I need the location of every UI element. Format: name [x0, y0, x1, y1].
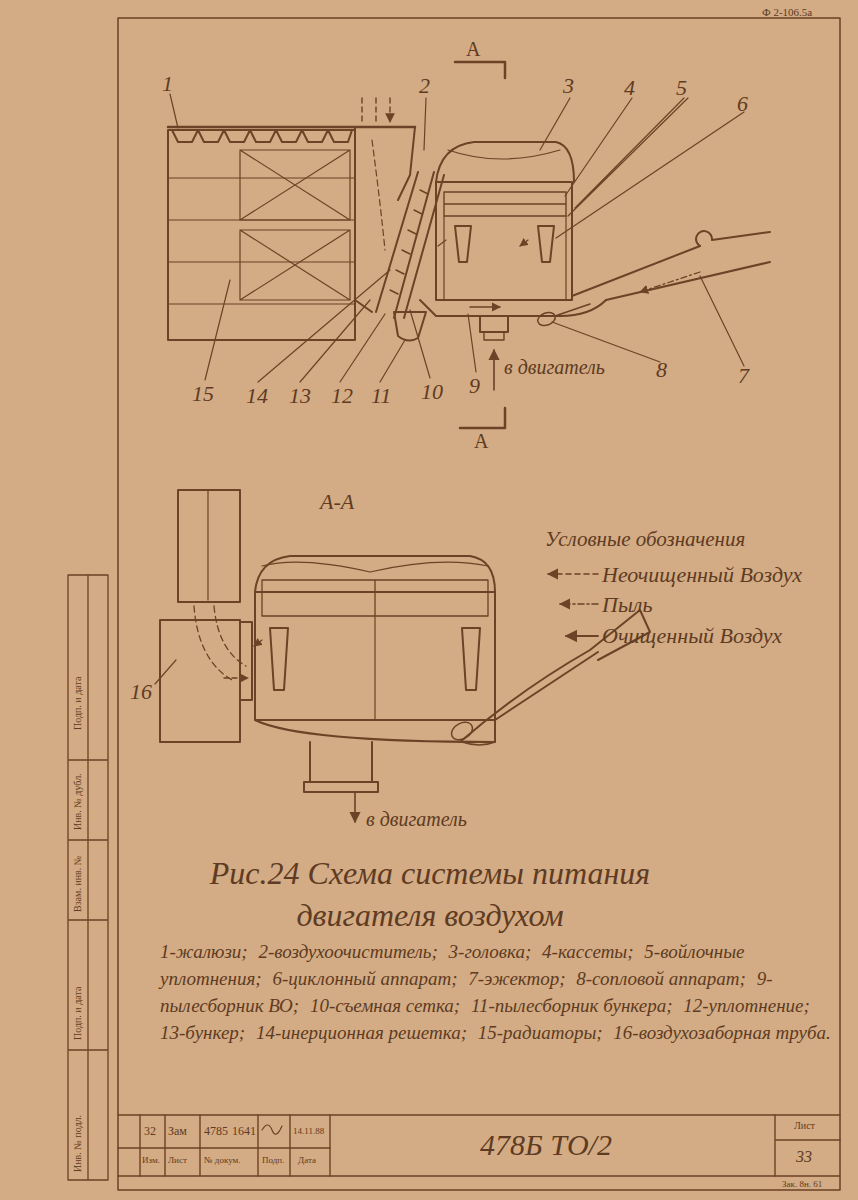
part-list-item: 14-инерционная решетка;: [256, 1022, 467, 1043]
stamp-field: Инв. № подл.: [72, 1115, 83, 1172]
part-list-item: 16-воздухозаборная труба.: [613, 1022, 830, 1043]
part-list-item: 12-уплотнение;: [683, 995, 810, 1016]
title-block-cell: 32: [144, 1125, 156, 1138]
part-list-item: 7-эжектор;: [468, 968, 565, 989]
part-list-item: 1-жалюзи;: [160, 941, 248, 962]
part-list-item: 11-пылесборник бункера;: [471, 995, 673, 1016]
callout-number: 5: [676, 76, 687, 100]
stamp-field: Подп. и дата: [72, 677, 83, 730]
title-block-cell: 4785: [204, 1125, 228, 1138]
title-block-cell: 478Б ТО/2: [480, 1128, 612, 1161]
title-block-cell: 1641: [232, 1125, 256, 1138]
title-block-cell: Лист: [794, 1120, 815, 1131]
callout-number: 14: [246, 384, 268, 408]
part-list-item: 2-воздухоочиститель;: [258, 941, 437, 962]
callout-number: 10: [421, 380, 443, 404]
title-block-cell: № докум.: [204, 1156, 241, 1166]
part-list-item: 4-кассеты;: [542, 941, 633, 962]
callout-number: 12: [331, 384, 353, 408]
part-list-item: 13-бункер;: [160, 1022, 245, 1043]
legend-entry: Неочищенный Воздух: [602, 562, 802, 588]
title-block-cell: 33: [796, 1148, 812, 1166]
title-block-cell: Изм.: [142, 1156, 160, 1166]
drawing-label: А: [474, 430, 488, 452]
parts-list: 1-жалюзи; 2-воздухоочиститель; 3-головка…: [160, 938, 840, 1046]
callout-number: 9: [469, 374, 480, 398]
part-list-item: 6-циклонный аппарат;: [272, 968, 457, 989]
part-list-item: 15-радиаторы;: [478, 1022, 603, 1043]
drawing-label: А-А: [320, 490, 354, 514]
drawing-label: Условные обозначения: [545, 528, 745, 551]
part-list-item: 10-съемная сетка;: [310, 995, 460, 1016]
title-block-cell: Подп.: [262, 1156, 284, 1166]
stamp-field: Подп. и дата: [72, 987, 83, 1040]
stamp-field: Взам. инв. №: [72, 856, 83, 912]
title-block-cell: Зам: [168, 1125, 187, 1138]
callout-number: 8: [656, 358, 667, 382]
part-list-item: 8-сопловой аппарат;: [576, 968, 746, 989]
legend-entry: Очищенный Воздух: [602, 623, 782, 649]
callout-number: 4: [624, 76, 635, 100]
drawing-label: Ф 2-106.5а: [762, 6, 812, 18]
drawing-label: А: [466, 38, 480, 60]
callout-number: 7: [738, 364, 749, 388]
title-block-cell: 14.11.88: [293, 1127, 324, 1137]
part-list-item: 3-головка;: [449, 941, 532, 962]
title-block-cell: Дата: [298, 1156, 316, 1166]
drawing-label: в двигатель: [366, 808, 467, 830]
callout-number: 3: [563, 74, 574, 98]
callout-number: 15: [192, 382, 214, 406]
callout-number: 11: [371, 384, 391, 408]
drawing-label: в двигатель: [504, 356, 605, 378]
callout-number: 1: [162, 72, 173, 96]
callout-number: 16: [130, 680, 152, 704]
title-block-cell: Лист: [168, 1156, 187, 1166]
title-block-cell: Зак. 8н. 61: [782, 1180, 822, 1190]
callout-number: 6: [737, 92, 748, 116]
legend-entry: Пыль: [602, 592, 652, 618]
stamp-field: Инв. № дубл.: [72, 773, 83, 830]
figure-caption: Рис.24 Схема системы питания двигателя в…: [190, 852, 670, 936]
callout-number: 13: [289, 384, 311, 408]
callout-number: 2: [419, 74, 430, 98]
